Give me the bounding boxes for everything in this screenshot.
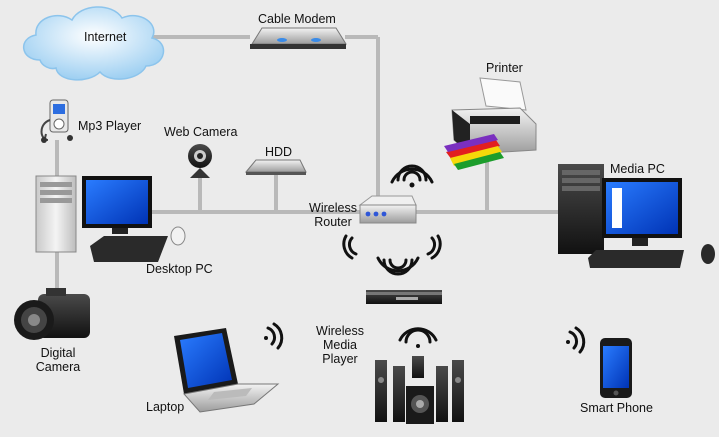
printer-icon: [444, 77, 537, 170]
label-wireless-media-player-line3: Player: [322, 352, 358, 366]
label-wireless-media-player-line1: Wireless: [316, 324, 364, 338]
desktop-pc-icon: [35, 175, 186, 262]
cloud-icon: [23, 6, 165, 81]
label-laptop: Laptop: [146, 400, 185, 414]
label-digital-camera: Digital Camera: [30, 346, 86, 374]
mp3-player-icon: [40, 99, 73, 143]
label-smart-phone: Smart Phone: [580, 401, 653, 415]
hdd-icon: [244, 159, 307, 175]
media-pc-icon: [558, 164, 715, 268]
label-hdd: HDD: [265, 145, 293, 159]
speaker-system-icon: [375, 356, 464, 424]
label-wireless-router-line1: Wireless: [309, 201, 357, 215]
wireless-router-icon: [358, 195, 417, 224]
label-desktop-pc: Desktop PC: [146, 262, 213, 276]
label-digital-camera-line2: Camera: [35, 360, 81, 374]
label-wireless-media-player: Wireless Media Player: [310, 324, 370, 366]
label-web-camera: Web Camera: [164, 125, 238, 139]
laptop-icon: [174, 328, 280, 413]
cable-modem-icon: [250, 27, 347, 49]
label-digital-camera-line1: Digital: [40, 346, 76, 360]
label-wireless-media-player-line2: Media: [322, 338, 358, 352]
connector-lines: [55, 35, 558, 295]
web-camera-icon: [188, 144, 212, 178]
wifi-signal-icon: [264, 164, 586, 354]
label-printer: Printer: [486, 61, 523, 75]
label-mp3-player: Mp3 Player: [78, 119, 142, 133]
label-media-pc: Media PC: [610, 162, 665, 176]
digital-camera-icon: [14, 288, 90, 340]
label-cable-modem: Cable Modem: [258, 12, 336, 26]
label-wireless-router: Wireless Router: [302, 201, 364, 229]
label-wireless-router-line2: Router: [314, 215, 352, 229]
smartphone-icon: [600, 338, 632, 398]
media-player-icon: [366, 290, 442, 304]
label-internet: Internet: [84, 30, 127, 44]
